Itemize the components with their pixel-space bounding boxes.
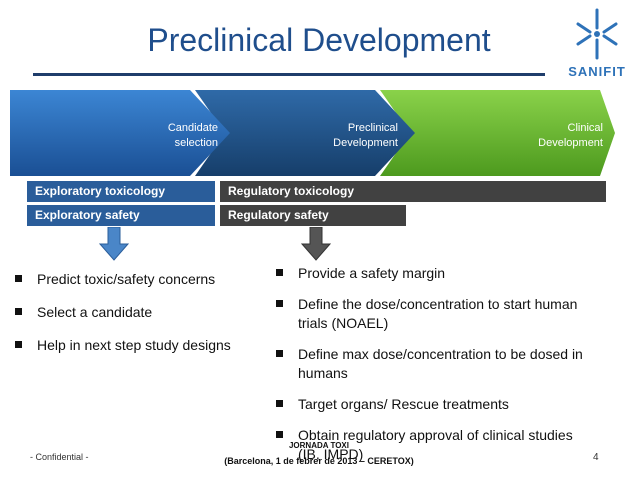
bullet-square-icon [276,431,283,438]
bullet-text: Target organs/ Rescue treatments [298,396,509,412]
exploratory-toxicology-bar: Exploratory toxicology [27,181,215,202]
stage-clinical-chevron [380,90,615,176]
exploratory-safety-bar: Exploratory safety [27,205,215,226]
stage-candidate-chevron [10,90,230,176]
left-bullet-item: Select a candidate [15,303,270,322]
right-bullet-item: Define the dose/concentration to start h… [276,295,592,333]
bullet-square-icon [15,275,22,282]
bullet-square-icon [276,400,283,407]
bullet-text: Help in next step study designs [37,337,231,353]
right-bullet-item: Provide a safety margin [276,264,592,283]
stage-label-candidate: Candidate selection [167,122,218,149]
regulatory-toxicology-bar: Regulatory toxicology [220,181,606,202]
bullet-square-icon [15,308,22,315]
left-bullet-list: Predict toxic/safety concerns Select a c… [15,270,270,355]
right-bullet-item: Obtain regulatory approval of clinical s… [276,426,592,464]
bullet-text: Predict toxic/safety concerns [37,271,216,287]
bullet-square-icon [276,300,283,307]
sanifit-logo-icon [576,8,618,60]
footer-confidential: - Confidential - [30,452,89,462]
bullet-text: Select a candidate [37,304,153,320]
left-bullet-item: Help in next step study designs [15,336,270,355]
regulatory-safety-bar: Regulatory safety [220,205,406,226]
footer-event: (Barcelona, 1 de febrer de 2013 – CERETO… [224,456,414,466]
stage-preclinical-chevron [195,90,415,176]
left-bullet-item: Predict toxic/safety concerns [15,270,270,289]
title-underline [33,73,545,76]
logo-wordmark: SANIFIT [568,64,626,79]
bullet-square-icon [15,341,22,348]
bullet-square-icon [276,269,283,276]
stage-label-preclinical: Preclinical Development [333,122,398,149]
page-number: 4 [593,452,599,463]
bullet-text: Define the dose/concentration to start h… [298,296,578,331]
right-bullet-list: Provide a safety margin Define the dose/… [276,264,592,464]
down-arrow-icon [99,227,129,261]
slide-title: Preclinical Development [147,22,491,58]
pipeline-chevrons [10,90,615,176]
stage-label-clinical: Clinical Development [538,122,603,149]
right-bullet-item: Define max dose/concentration to be dose… [276,345,592,383]
bullet-text: Obtain regulatory approval of clinical s… [298,427,573,462]
bullet-square-icon [276,350,283,357]
down-arrow-icon [301,227,331,261]
bullet-text: Define max dose/concentration to be dose… [298,346,583,381]
right-bullet-item: Target organs/ Rescue treatments [276,395,592,414]
bullet-text: Provide a safety margin [298,265,446,281]
footer-speaker: JORNADA TOXI [288,441,349,450]
